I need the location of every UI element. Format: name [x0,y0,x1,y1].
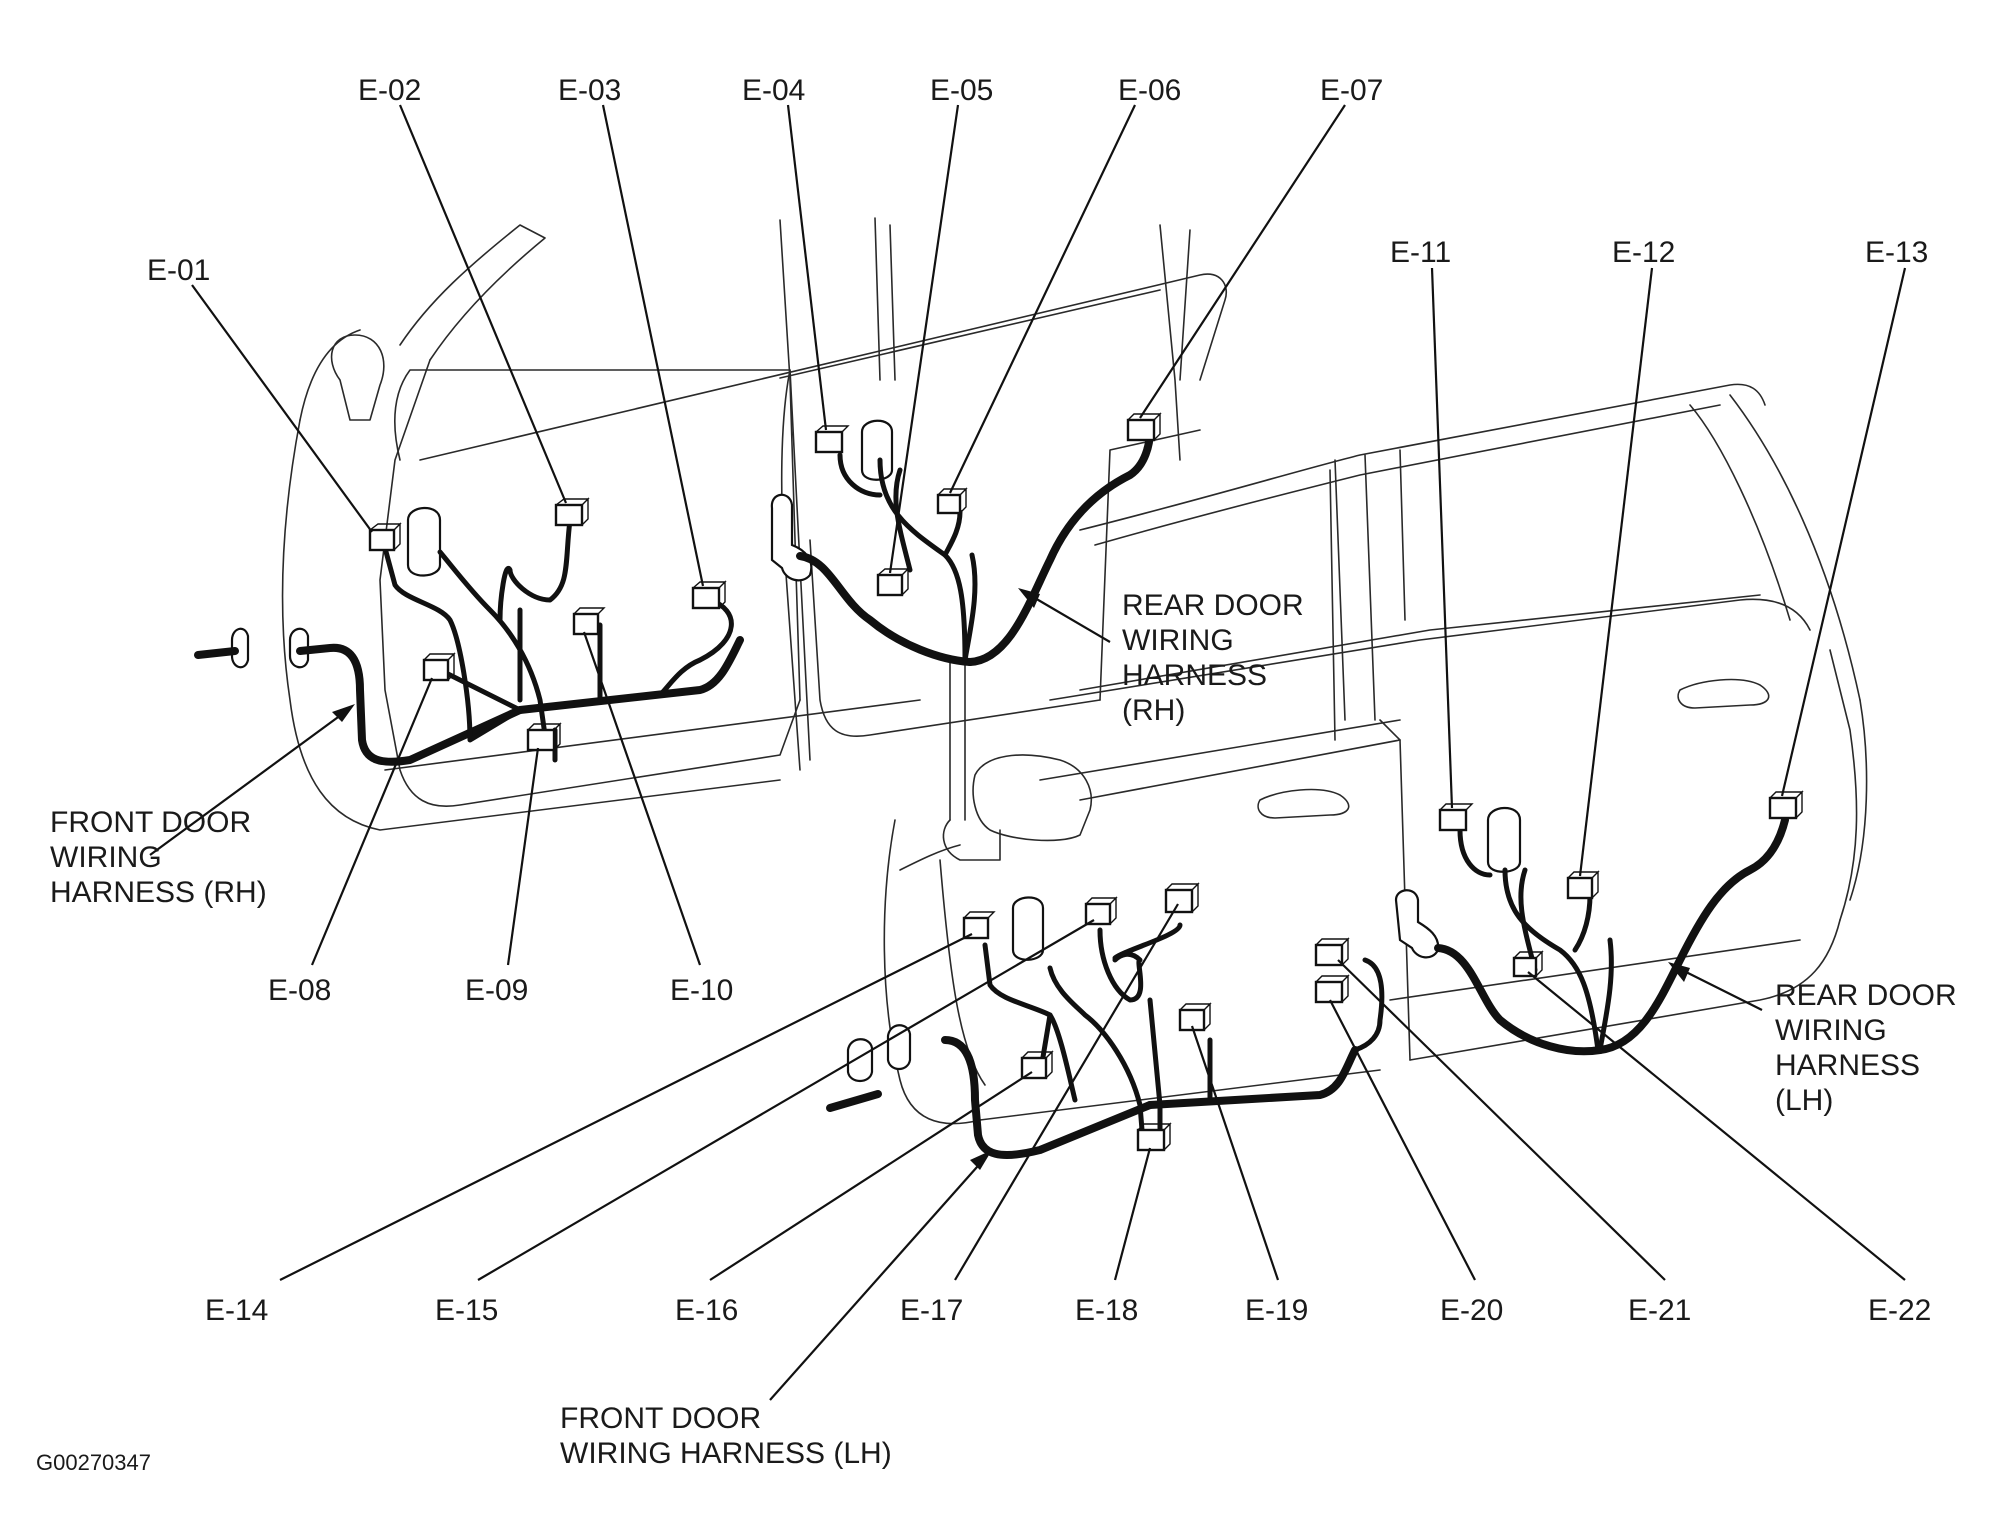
label-e13: E-13 [1865,236,1928,269]
connector-e18 [1136,1122,1172,1152]
label-e01: E-01 [147,254,210,287]
grommet-rear-lh-door [1486,806,1522,873]
connector-e04 [814,425,850,454]
label-e09: E-09 [465,974,528,1007]
connector-e06 [936,487,968,515]
grommet-front-rh-1 [230,627,250,669]
label-e19: E-19 [1245,1294,1308,1327]
harness-label-rear-lh: REAR DOOR WIRING HARNESS (LH) [1775,979,1965,1117]
grommet-front-rh-door [406,506,442,577]
connector-e15 [1084,896,1118,926]
label-e03: E-03 [558,74,621,107]
label-e12: E-12 [1612,236,1675,269]
connector-e21 [1314,937,1350,967]
connector-e17 [1164,882,1200,914]
harness-label-front-lh: FRONT DOOR WIRING HARNESS (LH) [560,1402,892,1470]
label-e22: E-22 [1868,1294,1931,1327]
connector-e14 [962,911,996,940]
connector-e03 [691,580,727,610]
label-e14: E-14 [205,1294,268,1327]
connector-e16 [1020,1050,1054,1080]
connector-e05 [876,567,910,597]
front-door-rh-harness [194,517,744,766]
rear-door-lh-harness [1434,816,1789,1056]
connector-e07 [1126,412,1162,442]
grommet-rear-rh-door [860,419,894,481]
label-e02: E-02 [358,74,421,107]
connector-labels: E-01 E-02 E-03 E-04 E-05 E-06 E-07 E-08 … [147,74,1931,1327]
label-e11: E-11 [1390,236,1451,269]
label-e17: E-17 [900,1294,963,1327]
label-e04: E-04 [742,74,805,107]
connector-e12 [1566,870,1600,900]
connector-e20 [1314,974,1350,1004]
label-e06: E-06 [1118,74,1181,107]
label-e15: E-15 [435,1294,498,1327]
grommet-front-lh-body [846,1038,874,1083]
label-e05: E-05 [930,74,993,107]
connector-blocks [368,412,1804,1152]
grommet-front-lh-body-2 [886,1024,912,1071]
connector-e13 [1768,790,1804,820]
label-e21: E-21 [1628,1294,1691,1327]
leader-lines [149,104,1907,1401]
connector-e01 [368,522,402,552]
front-door-lh-harness [826,922,1385,1159]
label-e07: E-07 [1320,74,1383,107]
harness-label-front-rh: FRONT DOOR WIRING HARNESS (RH) [50,806,267,909]
rear-door-rh-harness [796,426,1154,666]
harness-labels: FRONT DOOR WIRING HARNESS (RH) REAR DOOR… [50,589,1965,1470]
label-e18: E-18 [1075,1294,1138,1327]
label-e20: E-20 [1440,1294,1503,1327]
label-e16: E-16 [675,1294,738,1327]
connector-e22 [1512,950,1544,978]
connector-e11 [1438,803,1474,832]
grommet-front-lh-door [1011,896,1045,961]
grommet-rear-rh [770,493,813,582]
connector-e10 [572,607,606,636]
rh-vehicle-body-outline [281,217,1227,831]
label-e08: E-08 [268,974,331,1007]
connector-e09 [526,722,562,752]
connector-e19 [1178,1002,1212,1032]
grommet-rear-lh-body [1394,889,1440,959]
connector-e02 [554,497,590,527]
label-e10: E-10 [670,974,733,1007]
connector-e08 [422,652,456,682]
figure-id: G00270347 [36,1450,151,1475]
lh-vehicle-body-outline [883,383,1868,1125]
harness-label-rear-rh: REAR DOOR WIRING HARNESS (RH) [1122,589,1312,727]
